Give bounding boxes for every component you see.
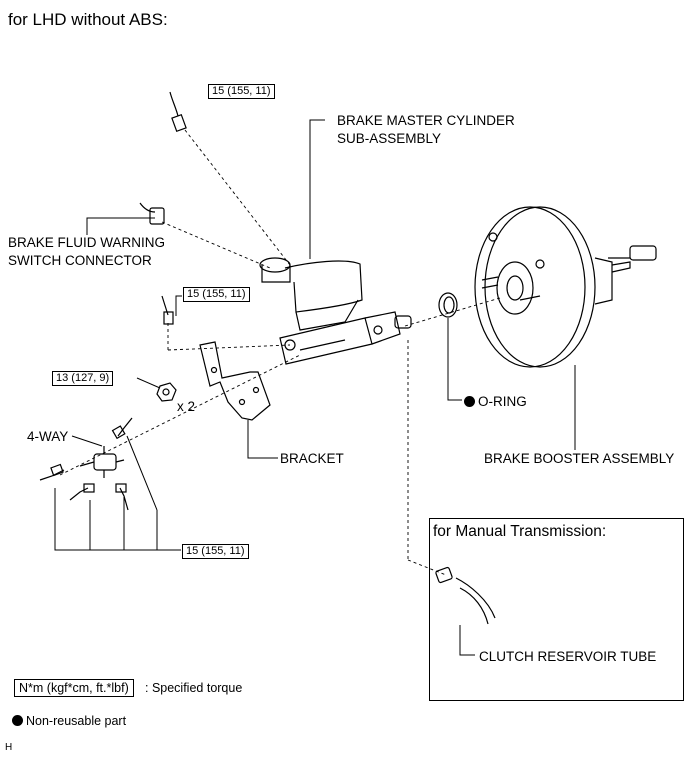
bracket-label: BRACKET: [280, 451, 344, 466]
non-reusable-dot-icon: [464, 396, 475, 407]
warning-switch-label-line1: BRAKE FLUID WARNING: [8, 235, 166, 250]
brake-line-fitting-top: [169, 91, 187, 133]
brake-line-fitting-mid: [161, 295, 174, 325]
torque-box-nut: 13 (127, 9): [52, 371, 114, 386]
o-ring-label: O-RING: [464, 394, 527, 410]
warning-switch-label-line2: SWITCH CONNECTOR: [8, 253, 152, 268]
four-way-label: 4-WAY: [27, 429, 69, 444]
torque-box-mid: 15 (155, 11): [183, 287, 250, 302]
o-ring-drawing: [438, 292, 458, 318]
filled-circle-icon: [12, 715, 23, 726]
master-cylinder-drawing: [259, 257, 412, 365]
nut-drawing: [156, 382, 177, 402]
bracket-drawing: [199, 341, 271, 421]
inset-title: for Manual Transmission:: [433, 523, 607, 540]
master-cylinder-label-line1: BRAKE MASTER CYLINDER: [337, 113, 515, 128]
non-reusable-legend: Non-reusable part: [12, 714, 126, 728]
warning-switch-connector-drawing: [139, 202, 165, 225]
manual-transmission-inset: for Manual Transmission: CLUTCH RESERVOI…: [429, 518, 684, 701]
footer-code: H: [5, 742, 13, 753]
torque-box-lines: 15 (155, 11): [182, 544, 249, 559]
page-heading: for LHD without ABS:: [8, 10, 168, 29]
leader-lines: [54, 119, 576, 656]
booster-label: BRAKE BOOSTER ASSEMBLY: [484, 451, 675, 466]
four-way-drawing: [79, 446, 125, 478]
master-cylinder-label-line2: SUB-ASSEMBLY: [337, 131, 442, 146]
torque-box-top: 15 (155, 11): [208, 84, 275, 99]
brake-line-drawings: [39, 417, 133, 511]
times-two-label: x 2: [177, 399, 196, 414]
assembly-dash-lines: [59, 129, 501, 576]
torque-unit-legend: N*m (kgf*cm, ft.*lbf): [14, 679, 134, 697]
clutch-tube-drawing: [435, 566, 496, 625]
clutch-tube-label: CLUTCH RESERVOIR TUBE: [479, 649, 657, 664]
brake-booster-drawing: [474, 206, 657, 368]
torque-legend-desc: : Specified torque: [145, 681, 243, 695]
